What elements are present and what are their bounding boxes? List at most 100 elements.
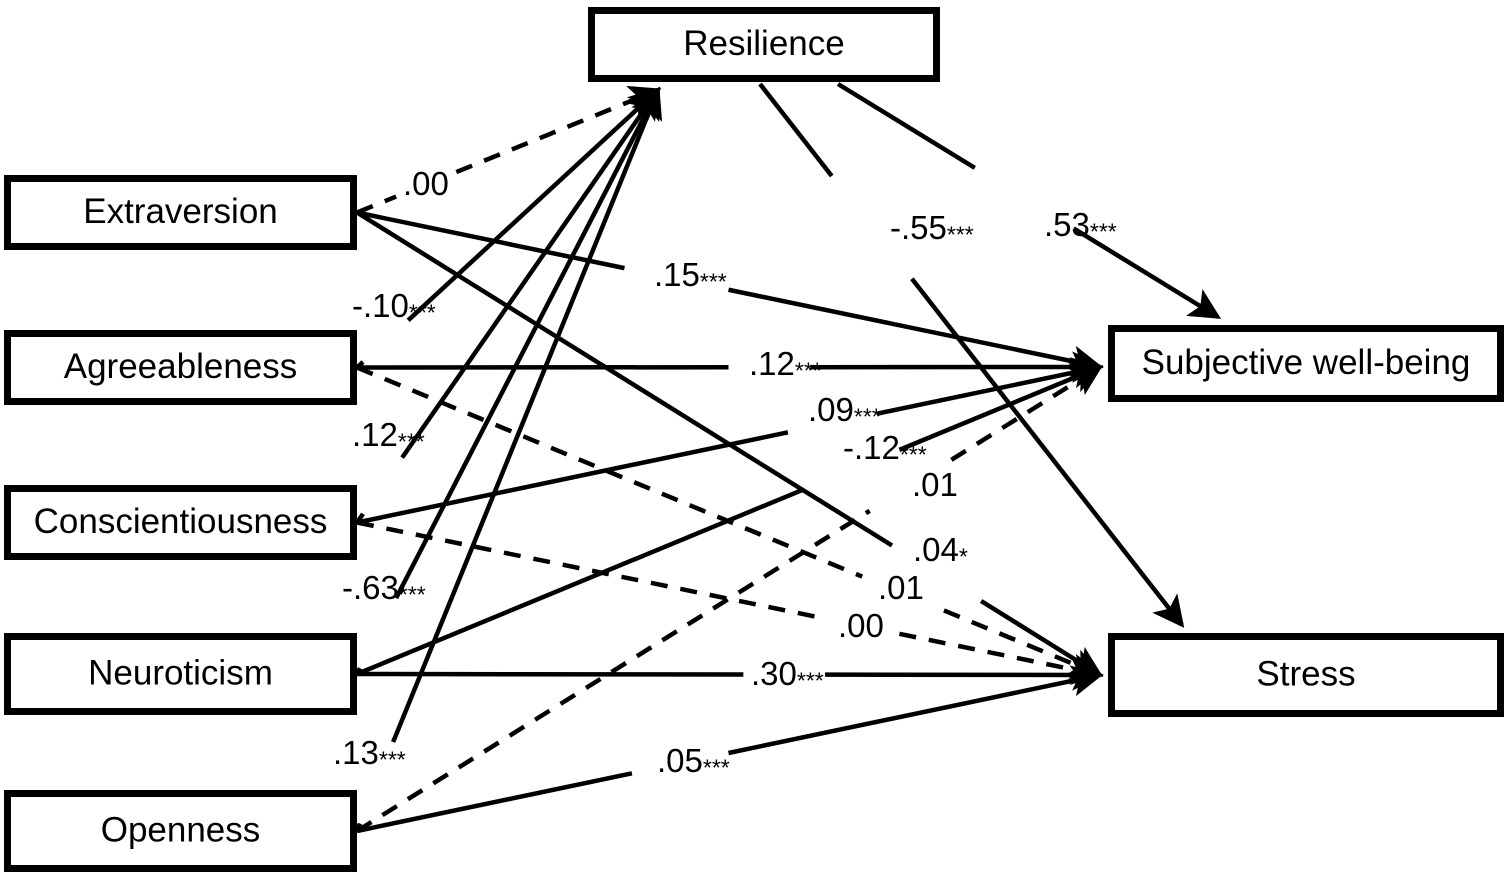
edge-coefficient-openness-stress: .05 xyxy=(657,742,703,779)
node-label-neuroticism: Neuroticism xyxy=(88,653,273,692)
edge-coefficient-extraversion-resilience: .00 xyxy=(403,165,449,202)
edge-coefficient-agreeableness-wellbeing: .12 xyxy=(749,345,795,382)
edge-label-extraversion-resilience: .00 xyxy=(403,165,449,202)
node-wellbeing[interactable]: Subjective well-being xyxy=(1108,325,1504,402)
path-edge-extraversion-resilience xyxy=(356,85,662,215)
path-edge-conscientiousness-wellbeing xyxy=(356,357,1104,525)
edge-significance-extraversion-stress: * xyxy=(959,544,968,570)
path-edge-neuroticism-stress xyxy=(356,659,1104,691)
node-resilience[interactable]: Resilience xyxy=(588,7,940,82)
edge-significance-conscientiousness-resilience: *** xyxy=(398,429,425,455)
node-box-extraversion xyxy=(4,175,357,250)
edge-significance-resilience-wellbeing: *** xyxy=(1090,219,1117,245)
path-edge-agreeableness-wellbeing xyxy=(356,351,1104,383)
node-neuroticism[interactable]: Neuroticism xyxy=(4,633,357,715)
edge-label-openness-wellbeing: .01 xyxy=(912,466,958,503)
path-edge-agreeableness-stress xyxy=(356,365,1104,679)
path-edge-agreeableness-resilience xyxy=(355,87,661,370)
edge-significance-openness-resilience: *** xyxy=(379,747,406,773)
edge-coefficient-conscientiousness-stress: .00 xyxy=(838,607,884,644)
edge-coefficient-agreeableness-resilience: -.10 xyxy=(352,287,409,324)
node-box-conscientiousness xyxy=(4,485,357,560)
node-agreeableness[interactable]: Agreeableness xyxy=(4,330,357,405)
path-line-resilience-wellbeing xyxy=(836,82,976,170)
edge-label-conscientiousness-stress: .00 xyxy=(838,607,884,644)
nodes-layer: ExtraversionAgreeablenessConscientiousne… xyxy=(4,7,1504,872)
node-box-neuroticism xyxy=(4,633,357,715)
path-line-neuroticism-stress xyxy=(356,671,744,677)
node-stress[interactable]: Stress xyxy=(1108,633,1504,717)
path-line-agreeableness-stress xyxy=(356,365,864,579)
node-box-agreeableness xyxy=(4,330,357,405)
edge-significance-agreeableness-resilience: *** xyxy=(409,300,436,326)
path-edge-resilience-wellbeing xyxy=(836,82,1222,319)
edge-significance-neuroticism-wellbeing: *** xyxy=(900,442,927,468)
node-conscientiousness[interactable]: Conscientiousness xyxy=(4,485,357,560)
edge-label-neuroticism-stress: .30*** xyxy=(751,655,824,694)
edge-significance-agreeableness-wellbeing: *** xyxy=(795,358,822,384)
edge-coefficient-resilience-stress: -.55 xyxy=(890,209,947,246)
path-line-conscientiousness-stress xyxy=(898,631,1104,685)
edge-coefficient-resilience-wellbeing: .53 xyxy=(1044,206,1090,243)
edge-label-resilience-stress: -.55*** xyxy=(890,209,974,248)
edge-label-extraversion-stress: .04* xyxy=(913,531,968,570)
node-box-resilience xyxy=(588,7,940,82)
edge-label-resilience-wellbeing: .53*** xyxy=(1044,206,1117,245)
node-label-conscientiousness: Conscientiousness xyxy=(34,502,328,541)
path-edge-extraversion-stress xyxy=(355,210,1104,677)
path-line-extraversion-wellbeing xyxy=(356,210,625,271)
edge-label-openness-resilience: .13*** xyxy=(333,734,406,773)
node-label-openness: Openness xyxy=(101,810,261,849)
path-edge-openness-wellbeing xyxy=(355,365,1104,833)
edge-label-conscientiousness-wellbeing: .09*** xyxy=(808,391,881,430)
path-line-agreeableness-stress xyxy=(943,608,1104,679)
path-line-neuroticism-wellbeing xyxy=(898,363,1104,452)
edge-label-neuroticism-resilience: -.63*** xyxy=(342,569,426,608)
path-edge-extraversion-wellbeing xyxy=(356,210,1104,377)
node-label-agreeableness: Agreeableness xyxy=(64,347,298,386)
path-line-extraversion-wellbeing xyxy=(728,287,1104,377)
edge-label-agreeableness-stress: .01 xyxy=(878,569,924,606)
node-extraversion[interactable]: Extraversion xyxy=(4,175,357,250)
node-box-openness xyxy=(4,790,357,872)
node-label-resilience: Resilience xyxy=(683,24,844,63)
path-edge-conscientiousness-stress xyxy=(356,520,1104,685)
edge-coefficient-neuroticism-resilience: -.63 xyxy=(342,569,399,606)
edge-coefficient-extraversion-wellbeing: .15 xyxy=(654,256,700,293)
edge-coefficient-neuroticism-stress: .30 xyxy=(751,655,797,692)
path-line-extraversion-resilience xyxy=(356,194,397,215)
edge-coefficient-conscientiousness-wellbeing: .09 xyxy=(808,391,854,428)
node-box-stress xyxy=(1108,633,1504,717)
path-line-resilience-wellbeing xyxy=(1072,226,1222,319)
path-line-neuroticism-resilience xyxy=(394,86,660,600)
node-label-wellbeing: Subjective well-being xyxy=(1142,343,1471,382)
node-label-extraversion: Extraversion xyxy=(83,192,278,231)
edge-coefficient-extraversion-stress: .04 xyxy=(913,531,959,568)
edge-significance-neuroticism-stress: *** xyxy=(797,668,824,694)
edge-coefficient-neuroticism-wellbeing: -.12 xyxy=(843,429,900,466)
node-openness[interactable]: Openness xyxy=(4,790,357,872)
edge-significance-conscientiousness-wellbeing: *** xyxy=(854,404,881,430)
edge-coefficient-openness-resilience: .13 xyxy=(333,734,379,771)
path-edge-openness-stress xyxy=(356,665,1104,834)
path-line-conscientiousness-wellbeing xyxy=(876,357,1104,416)
path-line-resilience-stress xyxy=(758,82,834,178)
path-line-openness-wellbeing xyxy=(355,508,871,833)
path-line-extraversion-resilience xyxy=(455,85,662,175)
path-line-openness-stress xyxy=(728,665,1104,756)
edge-significance-openness-stress: *** xyxy=(703,755,730,781)
edge-label-agreeableness-wellbeing: .12*** xyxy=(749,345,822,384)
path-line-openness-resilience xyxy=(391,86,663,743)
path-line-conscientiousness-stress xyxy=(356,520,819,620)
path-line-openness-stress xyxy=(356,771,633,834)
edge-significance-extraversion-wellbeing: *** xyxy=(700,269,727,295)
path-line-extraversion-stress xyxy=(979,599,1104,677)
edge-label-neuroticism-wellbeing: -.12*** xyxy=(843,429,927,468)
edge-label-agreeableness-resilience: -.10*** xyxy=(352,287,436,326)
path-line-extraversion-stress xyxy=(355,210,894,548)
edge-significance-neuroticism-resilience: *** xyxy=(399,582,426,608)
node-box-wellbeing xyxy=(1108,325,1504,402)
edges-layer xyxy=(354,82,1222,834)
